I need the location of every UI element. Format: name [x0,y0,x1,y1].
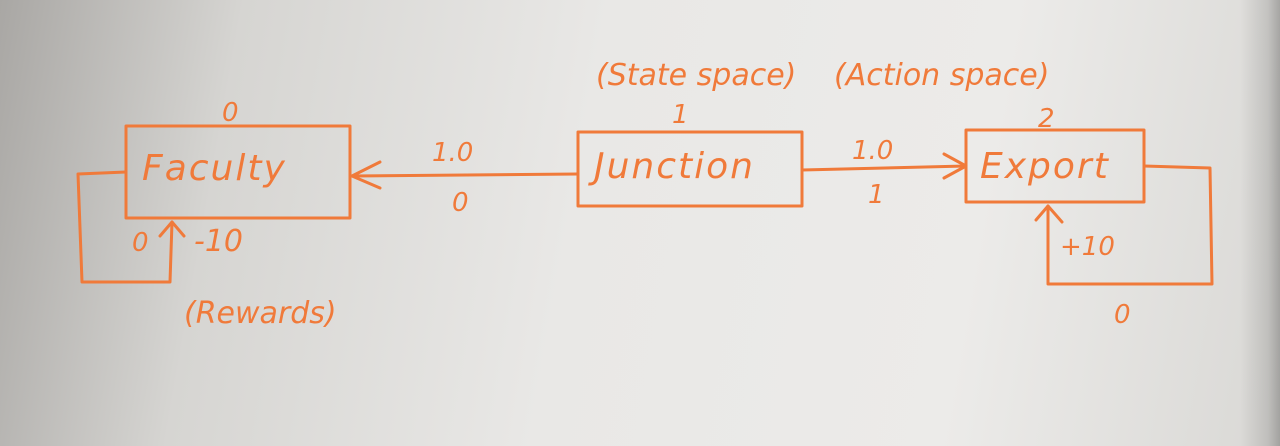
edge-junction-export-line [800,164,968,172]
faculty-loop-reward: -10 [194,224,243,259]
state-id-faculty: 0 [222,98,239,128]
state-id-junction: 1 [672,100,689,130]
edge-faculty-action: 0 [452,188,469,218]
paper-edge-shadow [1240,0,1280,446]
export-loop-arrowhead [1034,204,1064,224]
edge-junction-export-arrowhead [942,152,968,180]
edge-export-action: 1 [868,180,885,210]
state-space-label: (State space) [596,58,797,93]
edge-junction-faculty-arrowhead [350,160,382,190]
edge-export-probability: 1.0 [852,136,894,166]
faculty-self-loop [76,170,174,284]
node-label-export: Export [980,146,1110,187]
node-label-faculty: Faculty [142,148,287,189]
edge-faculty-probability: 1.0 [432,138,474,168]
faculty-loop-arrowhead [158,220,186,238]
rewards-caption: (Rewards) [184,296,337,331]
edge-junction-faculty-line [350,172,580,178]
export-loop-reward: +10 [1060,232,1115,262]
faculty-loop-action: 0 [132,228,149,258]
node-label-junction: Junction [594,146,756,187]
export-loop-action: 0 [1114,300,1131,330]
state-id-export: 2 [1038,104,1055,134]
export-self-loop [1046,164,1214,286]
action-space-label: (Action space) [834,58,1050,93]
